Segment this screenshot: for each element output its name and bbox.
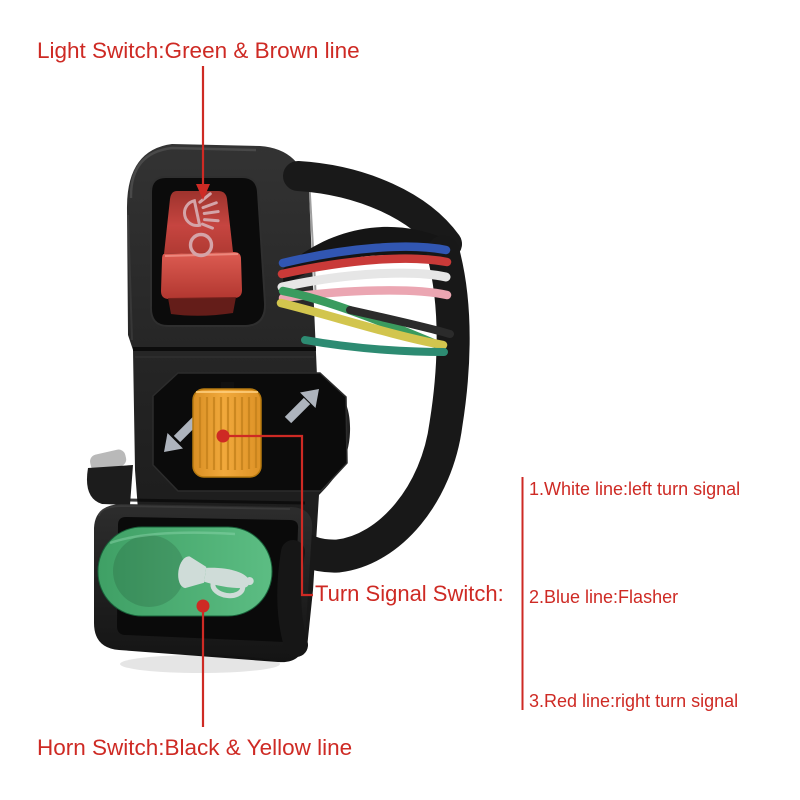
light-switch-callout-arrow (196, 184, 210, 200)
shadow (120, 655, 280, 673)
turn-signal-switch (152, 372, 348, 492)
wire-white (277, 268, 451, 292)
clamp-hinge (86, 449, 133, 505)
housing-top-highlight (129, 146, 257, 199)
wire-legend-item-3: 3.Red line:right turn signal (529, 691, 739, 711)
wire-blue (278, 242, 451, 268)
light-switch-label: Light Switch:Green & Brown line (37, 38, 360, 63)
turn-signal-callout-line (223, 434, 313, 597)
light-switch-ledge (161, 252, 242, 299)
cable-sheath (283, 161, 462, 259)
cable-tail (277, 540, 308, 657)
cable-bundle (282, 226, 450, 286)
light-switch (149, 176, 267, 327)
wiring (276, 161, 470, 573)
horn-switch-label: Horn Switch:Black & Yellow line (37, 735, 353, 760)
horn-switch (94, 504, 313, 673)
horn-icon (178, 556, 254, 599)
wire-red (277, 254, 452, 279)
annotation-lines (196, 66, 524, 727)
wire-black (346, 306, 454, 338)
off-circle-icon (188, 232, 214, 258)
wire-legend-item-2: 2.Blue line:Flasher (529, 587, 679, 607)
wire-legend-item-1: 1.White line:left turn signal (529, 479, 741, 499)
right-turn-arrow-icon (284, 389, 319, 424)
turn-signal-label: Turn Signal Switch: (315, 581, 504, 606)
wire-yellow (276, 298, 448, 350)
wire-teal (301, 336, 448, 356)
headlight-beam-icon (183, 192, 220, 230)
